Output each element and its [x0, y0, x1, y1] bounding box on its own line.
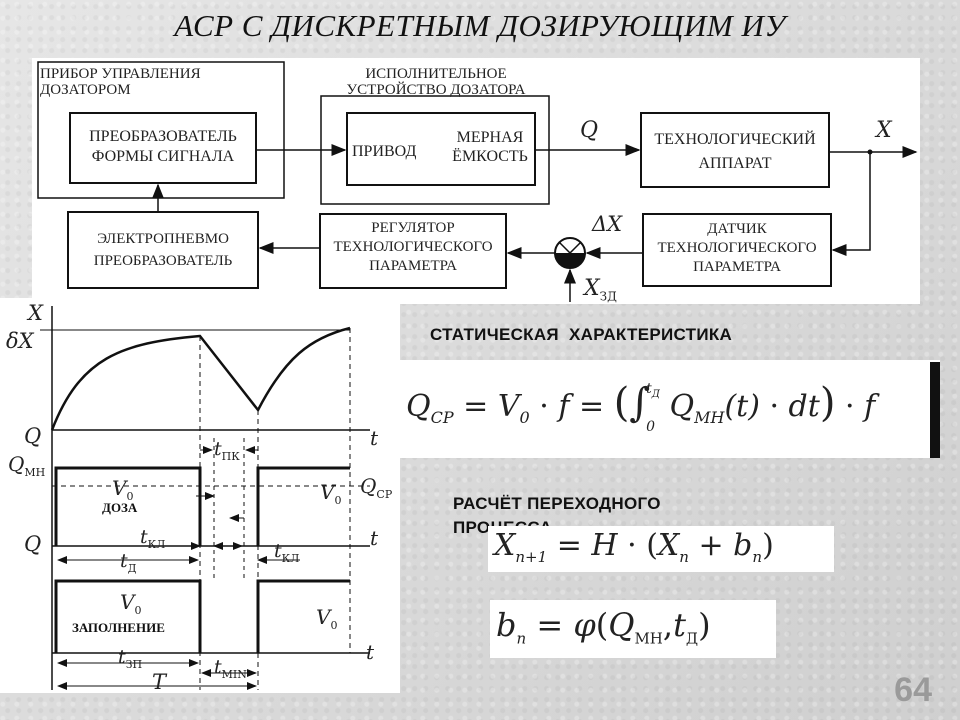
formula-bn: bn = φ(QМН,tД)	[496, 606, 711, 648]
timing-v0-dose-left: V0	[112, 476, 134, 503]
dx-label: ΔX	[592, 212, 623, 236]
timing-q-label-1: Q	[24, 424, 42, 448]
formula-transient-panel	[488, 526, 834, 572]
timing-v0-fill-right: V0	[316, 605, 338, 632]
q-flow-label: Q	[580, 118, 599, 143]
regulator-label: РЕГУЛЯТОР ТЕХНОЛОГИЧЕСКОГО ПАРАМЕТРА	[333, 220, 493, 274]
timing-fill-label: ЗАПОЛНЕНИЕ	[72, 620, 165, 635]
timing-diagram-svg	[40, 306, 370, 690]
converter-block	[69, 112, 257, 184]
timing-dx-label: δX	[6, 329, 34, 353]
timing-t-label-3: t	[366, 640, 375, 664]
timing-tmin-label: tMIN	[214, 656, 247, 681]
slide-title: АСР С ДИСКРЕТНЫМ ДОЗИРУЮЩИМ ИУ	[174, 8, 786, 43]
timing-td-label: tД	[120, 550, 137, 575]
x-output-label: X	[876, 118, 892, 143]
timing-period-label: T	[152, 670, 167, 694]
timing-tpk-label: tПК	[214, 438, 240, 463]
timing-tkl-label-1: tКЛ	[140, 526, 166, 551]
static-characteristic-heading: СТАТИЧЕСКАЯ ХАРАКТЕРИСТИКА	[430, 325, 733, 344]
formula-edge-bar	[930, 362, 940, 458]
timing-qmn-label: QМН	[8, 452, 46, 479]
timing-v0-dose-right: V0	[320, 480, 342, 507]
arrow-feedback-sensor	[831, 152, 871, 256]
control-device-label: ПРИБОР УПРАВЛЕНИЯ ДОЗАТОРОМ	[40, 66, 201, 98]
regulator-block	[319, 213, 507, 289]
block-diagram-panel	[32, 58, 920, 304]
converter-label: ПРЕОБРАЗОВАТЕЛЬ ФОРМЫ СИГНАЛА	[89, 128, 237, 165]
block-diagram-svg	[37, 61, 918, 302]
comparator-element	[554, 237, 586, 269]
timing-diagram-panel	[0, 298, 400, 693]
xzd-label: XЗД	[584, 276, 617, 304]
timing-v0-fill-left: V0	[120, 590, 142, 617]
timing-x-axis-label: X	[28, 301, 43, 325]
timing-t-label-2: t	[370, 526, 379, 550]
timing-dose-label: ДОЗА	[102, 500, 138, 515]
timing-qsr-label: QСР	[360, 474, 393, 501]
formula-recurrence: Xn+1 = H · (Xn + bn)	[494, 528, 774, 566]
vessel-label: МЕРНАЯ ЁМКОСТЬ	[452, 129, 528, 165]
apparatus-block	[640, 112, 830, 188]
drive-label: ПРИВОД	[352, 143, 417, 160]
timing-t-label-1: t	[370, 426, 379, 450]
drive-block	[346, 112, 536, 186]
formula-bn-panel	[490, 600, 776, 658]
timing-tzp-label: tЗП	[118, 646, 143, 671]
actuator-label: ИСПОЛНИТЕЛЬНОЕ УСТРОЙСТВО ДОЗАТОРА	[346, 66, 526, 98]
apparatus-label: ТЕХНОЛОГИЧЕСКИЙ АППАРАТ	[654, 131, 816, 172]
pneumo-label: ЭЛЕКТРОПНЕВМО ПРЕОБРАЗОВАТЕЛЬ	[93, 231, 233, 269]
pneumo-block	[67, 211, 259, 289]
timing-q-label-2: Q	[24, 532, 42, 556]
page-number: 64	[894, 671, 932, 709]
sensor-label: ДАТЧИК ТЕХНОЛОГИЧЕСКОГО ПАРАМЕТРА	[657, 221, 817, 275]
sensor-block	[642, 213, 832, 287]
formula-static-panel	[400, 360, 940, 458]
timing-tkl-label-2: tКЛ	[274, 540, 300, 565]
